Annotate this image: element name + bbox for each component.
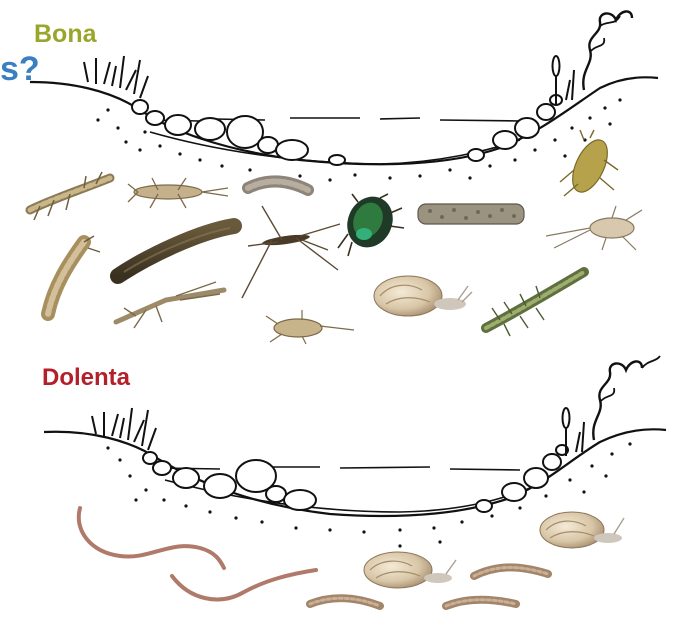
alderfly-larva-illustration <box>486 272 584 336</box>
top-riverbed <box>30 77 658 164</box>
stonefly-adult-nymph-illustration <box>116 282 224 328</box>
pond-snail-illustration-bottom-left <box>364 552 456 588</box>
stonefly-nymph-illustration <box>128 178 228 208</box>
case-caddisfly-illustration <box>418 204 524 224</box>
small-nymph-illustration <box>266 310 354 344</box>
midge-larva-illustration <box>474 567 548 576</box>
bottom-right-reeds <box>563 356 661 456</box>
red-worm-illustration <box>79 508 224 568</box>
water-strider-illustration <box>242 206 340 298</box>
top-left-grass <box>84 56 148 98</box>
red-worm-illustration-2 <box>172 570 316 599</box>
pond-snail-illustration-bottom-right <box>540 512 624 548</box>
top-right-reeds <box>553 11 633 104</box>
diving-beetle-illustration <box>338 189 404 256</box>
bottom-stones <box>143 445 568 512</box>
mayfly-larva-illustration <box>30 172 110 220</box>
leech-illustration <box>118 226 234 276</box>
midge-larva-illustration-3 <box>446 600 516 606</box>
bottom-riverbed <box>44 429 666 516</box>
bottom-water-surface <box>160 467 520 470</box>
caddisfly-larva-illustration <box>248 181 308 190</box>
bottom-bank-line <box>44 429 666 516</box>
pond-snail-illustration <box>374 276 472 316</box>
bottom-left-grass <box>92 408 156 450</box>
top-bank-line <box>30 77 658 164</box>
damselfly-larva-illustration <box>48 236 100 314</box>
top-stones <box>132 95 562 165</box>
midge-larva-illustration-2 <box>310 598 380 606</box>
dragonfly-nymph-illustration <box>560 130 618 197</box>
mayfly-nymph-illustration <box>546 206 642 250</box>
